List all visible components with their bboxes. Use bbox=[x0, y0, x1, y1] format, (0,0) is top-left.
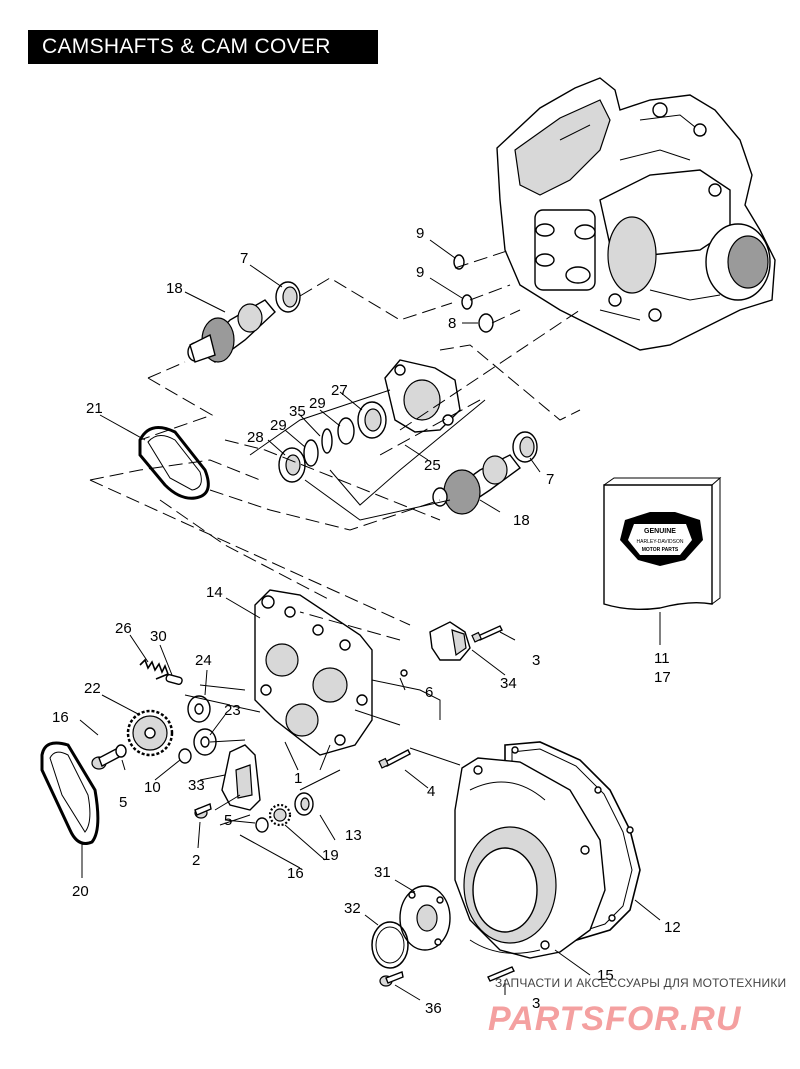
callout-25: 25 bbox=[424, 457, 441, 474]
callout-5-lower: 5 bbox=[224, 812, 232, 829]
callout-12: 12 bbox=[664, 919, 681, 936]
chain-20 bbox=[40, 741, 100, 845]
leader-lines bbox=[79, 239, 661, 1001]
callout-36: 36 bbox=[425, 1000, 442, 1017]
washer-5-left bbox=[115, 744, 127, 758]
callout-7-lower: 7 bbox=[546, 471, 554, 488]
screw-3-lower bbox=[487, 966, 515, 982]
callout-2: 2 bbox=[192, 852, 200, 869]
callout-21: 21 bbox=[86, 400, 103, 417]
callout-14: 14 bbox=[206, 584, 223, 601]
callout-3-upper: 3 bbox=[532, 652, 540, 669]
logo-top-text: GENUINE bbox=[644, 528, 676, 535]
rear-camshaft bbox=[432, 454, 521, 515]
callout-9-lower: 9 bbox=[416, 264, 424, 281]
callout-15: 15 bbox=[597, 967, 614, 984]
callout-31: 31 bbox=[374, 864, 391, 881]
callout-18-upper: 18 bbox=[166, 280, 183, 297]
callout-23: 23 bbox=[224, 702, 241, 719]
callout-34: 34 bbox=[500, 675, 517, 692]
callout-11: 11 bbox=[654, 650, 670, 667]
callout-10: 10 bbox=[144, 779, 161, 796]
callout-29-lower: 29 bbox=[270, 417, 287, 434]
callout-17: 17 bbox=[654, 669, 671, 686]
callout-1: 1 bbox=[294, 770, 302, 787]
callout-4: 4 bbox=[427, 783, 435, 800]
chain-tensioner-34 bbox=[429, 621, 471, 661]
crankcase bbox=[496, 77, 776, 351]
cover-plate-31 bbox=[399, 885, 451, 951]
bearing-7-rear bbox=[512, 431, 538, 463]
callout-13: 13 bbox=[345, 827, 362, 844]
lower-sprocket-group bbox=[255, 792, 314, 833]
callout-20: 20 bbox=[72, 883, 89, 900]
logo-middle-text: HARLEY-DAVIDSON bbox=[637, 539, 684, 545]
washers bbox=[178, 695, 217, 764]
callout-33: 33 bbox=[188, 777, 205, 794]
chain-guide-33 bbox=[221, 744, 261, 811]
watermark-brand: PARTSFOR.RU bbox=[488, 1000, 742, 1038]
callout-5-left: 5 bbox=[119, 794, 127, 811]
genuine-parts-kit: GENUINE HARLEY-DAVIDSON MOTOR PARTS bbox=[603, 476, 722, 611]
page-title: CAMSHAFTS & CAM COVER bbox=[28, 30, 378, 64]
callout-18-lower: 18 bbox=[513, 512, 530, 529]
callout-24: 24 bbox=[195, 652, 212, 669]
o-rings bbox=[453, 254, 494, 333]
bearing-housing-25 bbox=[384, 359, 461, 433]
gasket-32 bbox=[371, 921, 409, 969]
drive-chain-21 bbox=[138, 426, 210, 500]
callout-16-lower: 16 bbox=[287, 865, 304, 882]
pin-30 bbox=[165, 674, 183, 685]
callout-8: 8 bbox=[448, 315, 456, 332]
front-camshaft bbox=[187, 299, 276, 363]
callout-labels: 9 9 8 7 18 21 27 29 35 29 28 25 7 18 11 … bbox=[52, 225, 681, 1017]
callout-16-left: 16 bbox=[52, 709, 69, 726]
callout-27: 27 bbox=[331, 382, 348, 399]
callout-26: 26 bbox=[115, 620, 132, 637]
callout-35: 35 bbox=[289, 403, 306, 420]
screw-3-upper bbox=[477, 625, 503, 641]
ball-6 bbox=[400, 669, 408, 677]
screws bbox=[194, 625, 515, 987]
callout-22: 22 bbox=[84, 680, 101, 697]
callout-32: 32 bbox=[344, 900, 361, 917]
bearing-stack bbox=[278, 401, 387, 483]
watermark: ЗАПЧАСТИ И АКСЕССУАРЫ ДЛЯ МОТОТЕХНИКИ PA… bbox=[488, 976, 786, 1038]
screw-4 bbox=[384, 749, 411, 767]
callout-30: 30 bbox=[150, 628, 167, 645]
o-ring-9-lower bbox=[461, 294, 473, 310]
sprocket-22 bbox=[126, 709, 174, 757]
watermark-tagline: ЗАПЧАСТИ И АКСЕССУАРЫ ДЛЯ МОТОТЕХНИКИ bbox=[495, 976, 786, 990]
callout-6: 6 bbox=[425, 684, 433, 701]
callout-29-upper: 29 bbox=[309, 395, 326, 412]
cam-cover-15 bbox=[454, 757, 606, 959]
spring-and-pin bbox=[139, 658, 183, 685]
callout-28: 28 bbox=[247, 429, 264, 446]
washer-5-lower bbox=[255, 817, 269, 833]
logo-bottom-text: MOTOR PARTS bbox=[642, 547, 679, 553]
bolt-16-left bbox=[91, 744, 127, 770]
bearing-7-front bbox=[275, 281, 301, 313]
callout-9-upper: 9 bbox=[416, 225, 424, 242]
washer-10 bbox=[178, 748, 192, 764]
assembly-lines bbox=[89, 249, 581, 826]
cam-support-plate-14 bbox=[254, 589, 373, 756]
callout-3-lower: 3 bbox=[532, 995, 540, 1012]
o-ring-8 bbox=[478, 313, 494, 333]
callout-7-upper: 7 bbox=[240, 250, 248, 267]
callout-19: 19 bbox=[322, 847, 339, 864]
